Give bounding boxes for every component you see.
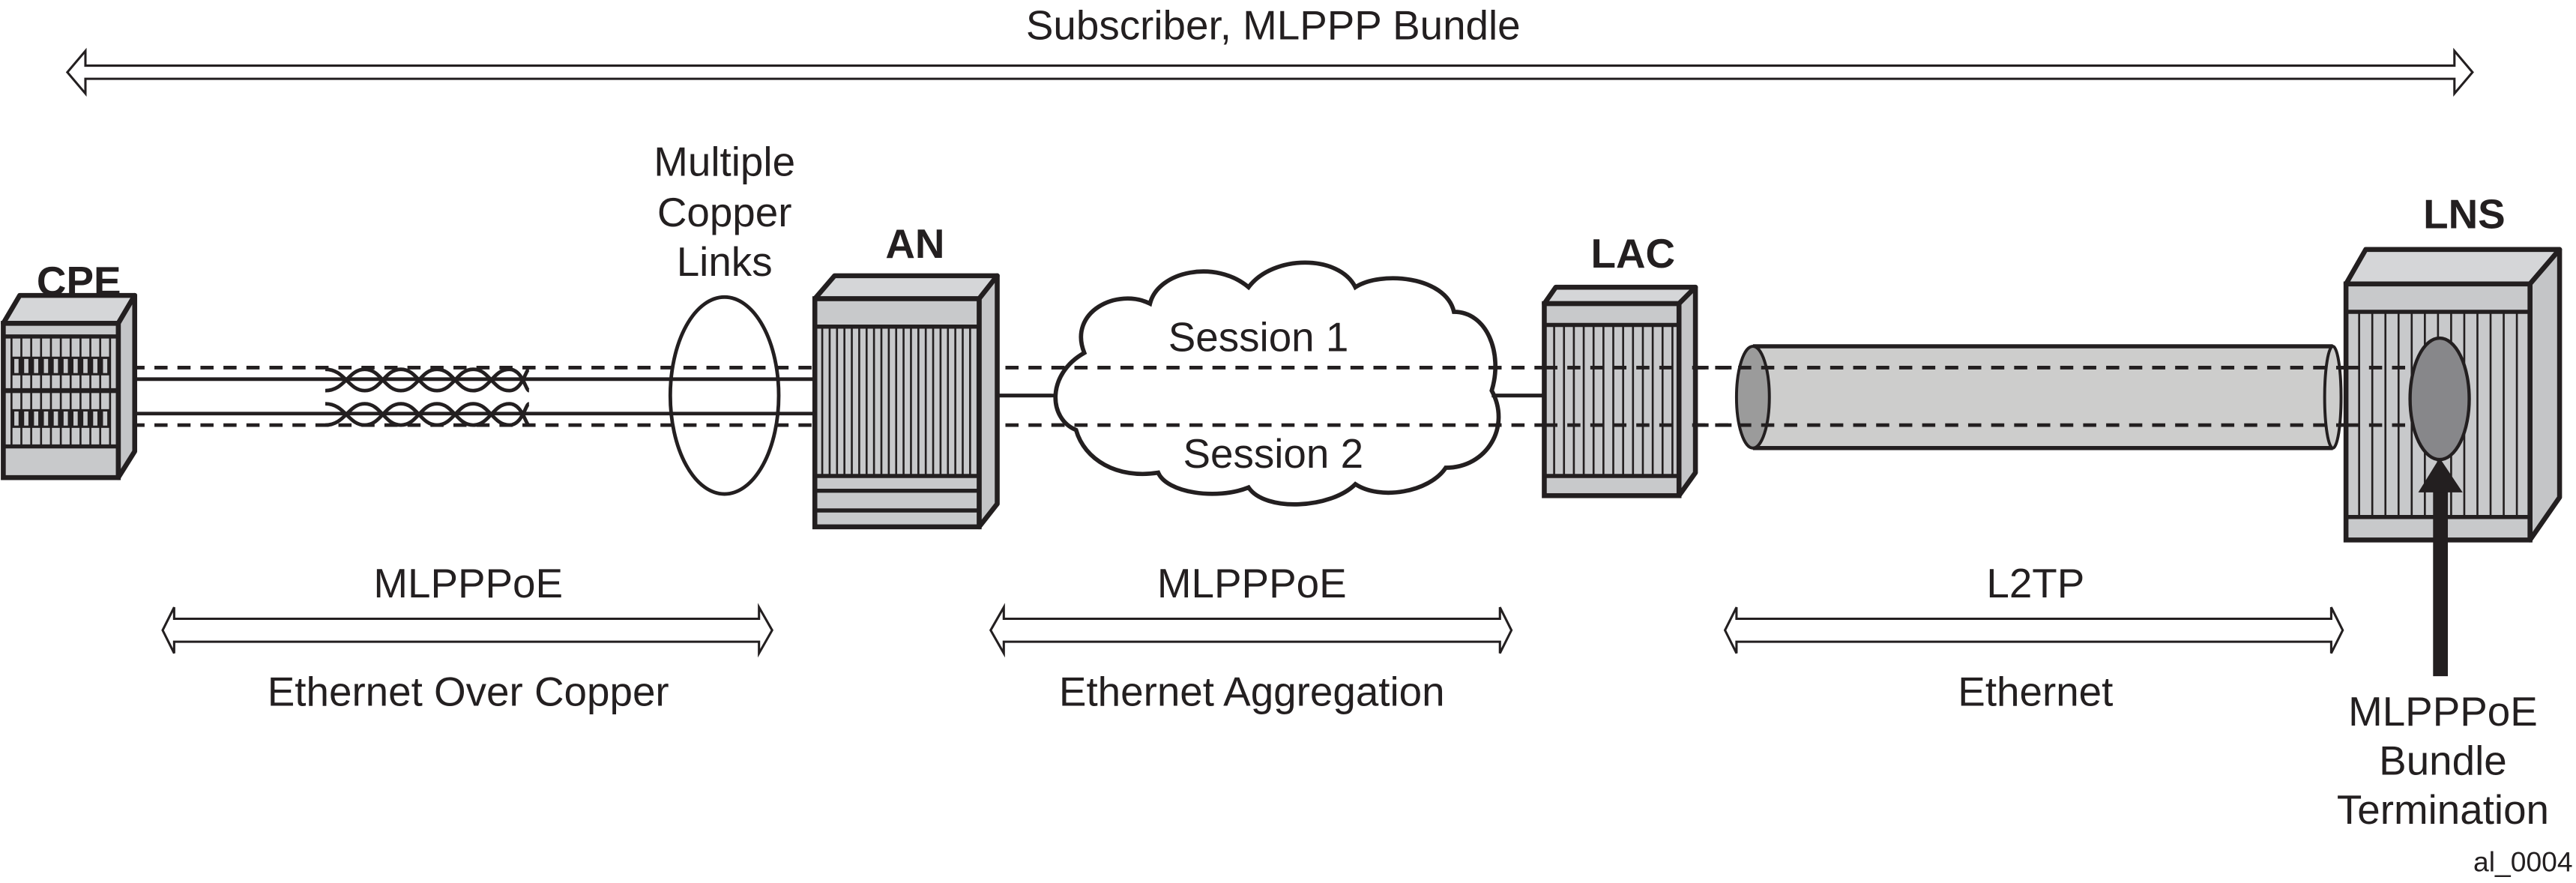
- session-1-label: Session 1: [1168, 314, 1349, 361]
- double-arrow-icon: [161, 603, 773, 658]
- segment-protocol-label: MLPPPoE: [373, 560, 563, 606]
- copper-links-ellipse: [668, 295, 781, 496]
- lac-label: LAC: [1591, 230, 1676, 277]
- svg-text:Termination: Termination: [2337, 786, 2549, 833]
- termination-label: MLPPPoE Bundle Termination: [2337, 688, 2549, 833]
- aggregation-cloud-icon: [1053, 260, 1501, 507]
- segment-ethernet: L2TP Ethernet: [1723, 560, 2344, 715]
- twisted-pair-icon: [325, 367, 531, 427]
- cpe-label: CPE: [37, 258, 121, 304]
- an-label: AN: [885, 220, 944, 267]
- an-device-icon: [812, 273, 1000, 530]
- figure-id: al_0004: [2473, 846, 2573, 878]
- svg-text:Copper: Copper: [657, 189, 792, 235]
- l2tp-tunnel-icon: [1734, 344, 2343, 450]
- svg-text:Multiple: Multiple: [654, 138, 795, 184]
- segment-transport-label: Ethernet Aggregation: [1059, 669, 1445, 715]
- svg-text:Bundle: Bundle: [2379, 738, 2507, 784]
- segment-transport-label: Ethernet: [1958, 669, 2113, 715]
- diagram-title: Subscriber, MLPPP Bundle: [1026, 2, 1521, 49]
- bundle-termination-ellipse: [2408, 336, 2471, 462]
- double-arrow-icon: [989, 603, 1513, 658]
- lac-device-icon: [1542, 284, 1698, 498]
- copper-links-label: Multiple Copper Links: [654, 138, 795, 285]
- segment-protocol-label: MLPPPoE: [1157, 560, 1347, 606]
- double-arrow-icon: [1723, 606, 2344, 654]
- svg-text:MLPPPoE: MLPPPoE: [2348, 688, 2538, 735]
- termination-arrow-icon: [2418, 457, 2463, 677]
- cpe-device-icon: [1, 292, 138, 480]
- segment-transport-label: Ethernet Over Copper: [268, 669, 669, 715]
- bundle-span-arrow: [65, 47, 2474, 97]
- session-2-label: Session 2: [1183, 430, 1363, 477]
- segment-ethernet-aggregation: MLPPPoE Ethernet Aggregation: [989, 560, 1513, 715]
- svg-text:Links: Links: [677, 238, 773, 285]
- segment-ethernet-over-copper: MLPPPoE Ethernet Over Copper: [161, 560, 773, 715]
- lns-label: LNS: [2423, 190, 2506, 237]
- segment-protocol-label: L2TP: [1986, 560, 2084, 606]
